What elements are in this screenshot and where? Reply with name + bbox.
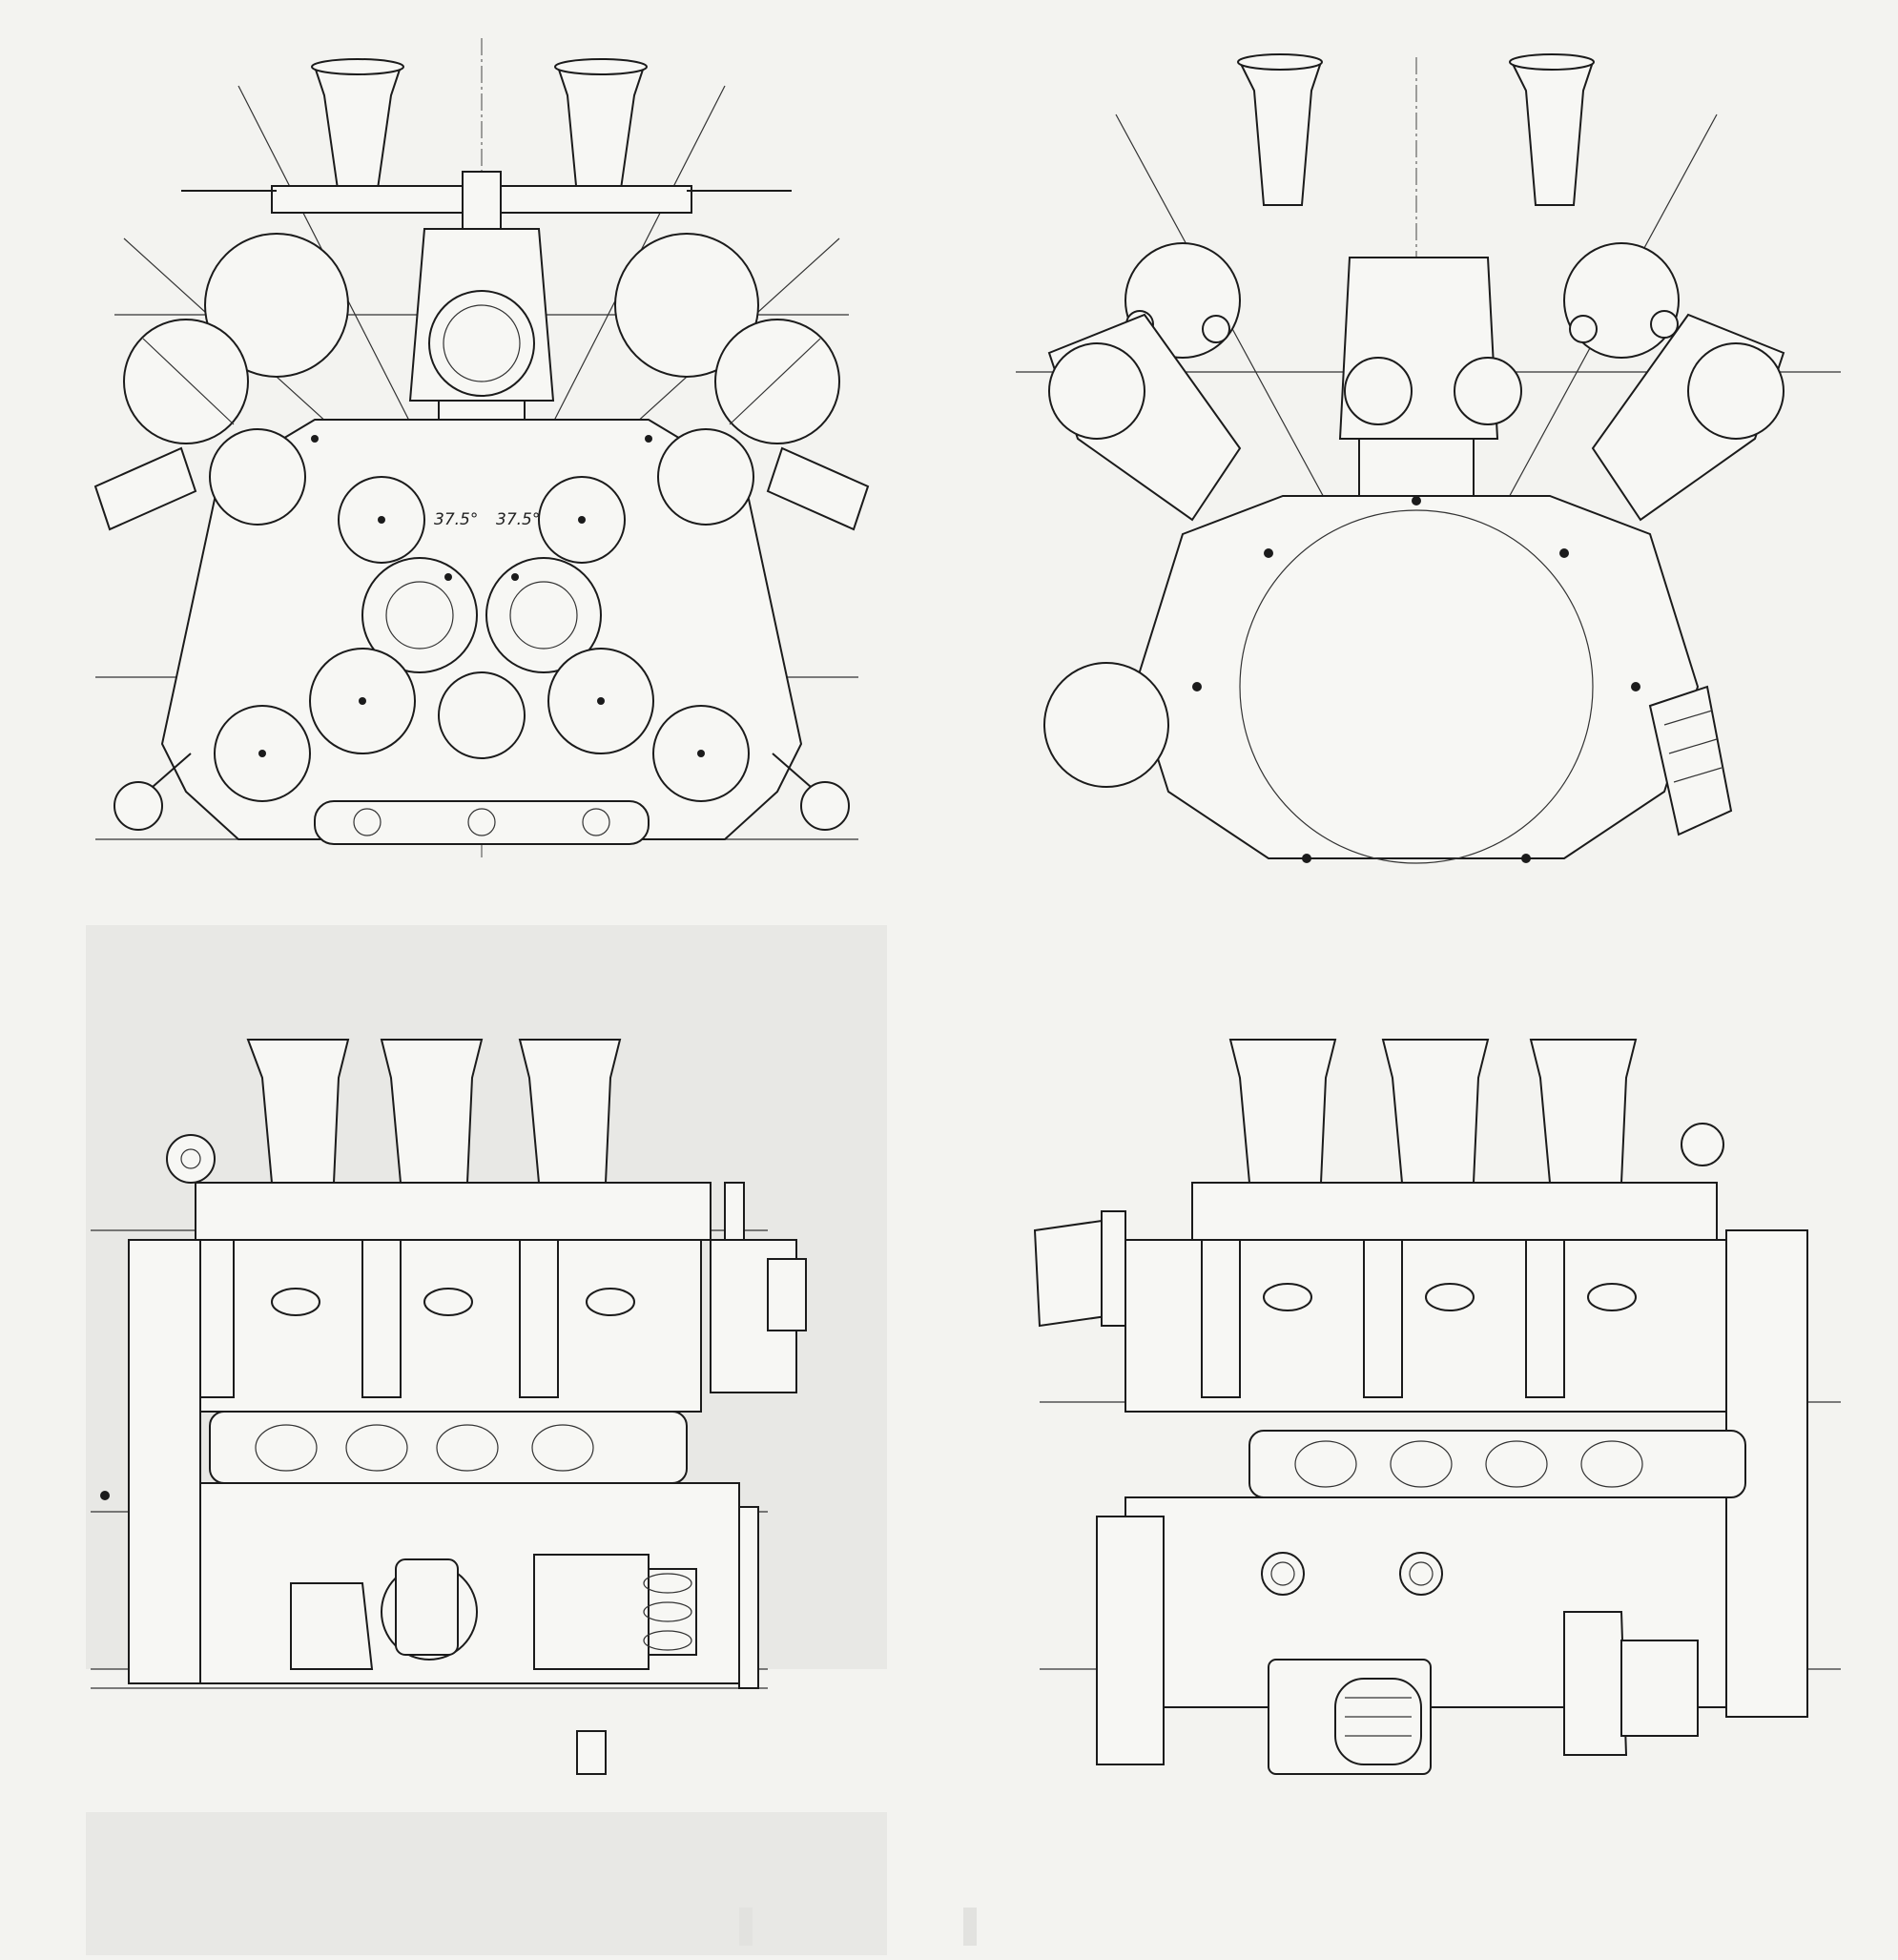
angle-label-right: 37.5°: [496, 510, 541, 529]
registration-mark: [963, 1908, 977, 1946]
front-view-left: [93, 38, 870, 858]
registration-mark: [739, 1908, 753, 1946]
shaded-region: [86, 1812, 887, 1955]
side-view-right: [1033, 1039, 1841, 1775]
side-view-left: [91, 1039, 807, 1775]
angle-label-left: 37.5°: [434, 510, 479, 529]
rear-view-right: [1016, 53, 1841, 864]
